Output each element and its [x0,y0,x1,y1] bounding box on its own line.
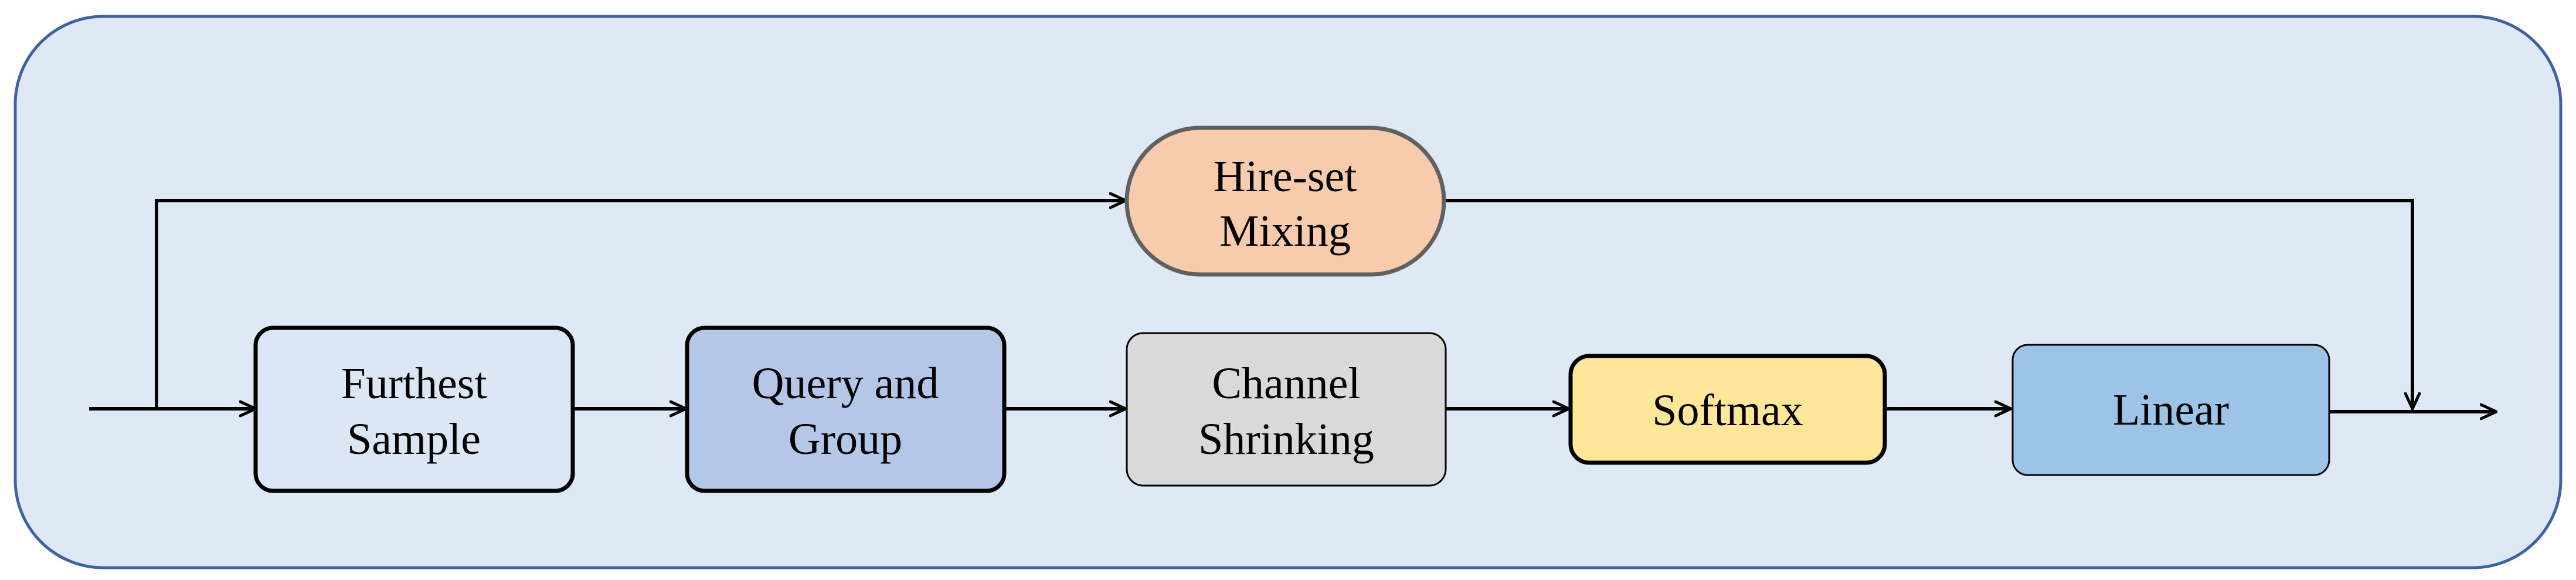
furthest-sample-label-line2: Sample [347,415,481,464]
channel-shrinking-box [1126,332,1447,487]
hire-set-mixing-box [1124,126,1446,277]
skip-arrow-from-hire-set [1444,199,2412,409]
diagram-panel [13,15,2563,569]
connectors [89,201,2496,412]
hire-set-mixing-label-line1: Hire-set [1214,152,1357,201]
query-group-block: Query and Group [685,325,1007,493]
furthest-sample-label-line1: Furthest [341,359,487,408]
hire-set-mixing-label-line2: Mixing [1219,206,1351,256]
channel-shrinking-block: Channel Shrinking [1126,332,1447,487]
linear-block: Linear [2011,344,2330,476]
softmax-box [1568,354,1887,465]
channel-shrinking-label-line2: Shrinking [1198,415,1374,464]
query-group-label-line2: Group [789,415,902,464]
skip-arrow-to-hire-set [155,201,1126,409]
furthest-sample-block: Furthest Sample [253,325,575,493]
hire-set-mixing-block: Hire-set Mixing [1124,126,1446,277]
channel-shrinking-label-line1: Channel [1212,359,1360,408]
furthest-sample-box [253,325,575,493]
linear-label: Linear [2113,385,2229,435]
query-group-box [685,325,1007,493]
softmax-label: Softmax [1652,386,1803,435]
softmax-block: Softmax [1568,354,1887,465]
linear-box [2011,344,2330,476]
query-group-label-line1: Query and [752,359,939,408]
